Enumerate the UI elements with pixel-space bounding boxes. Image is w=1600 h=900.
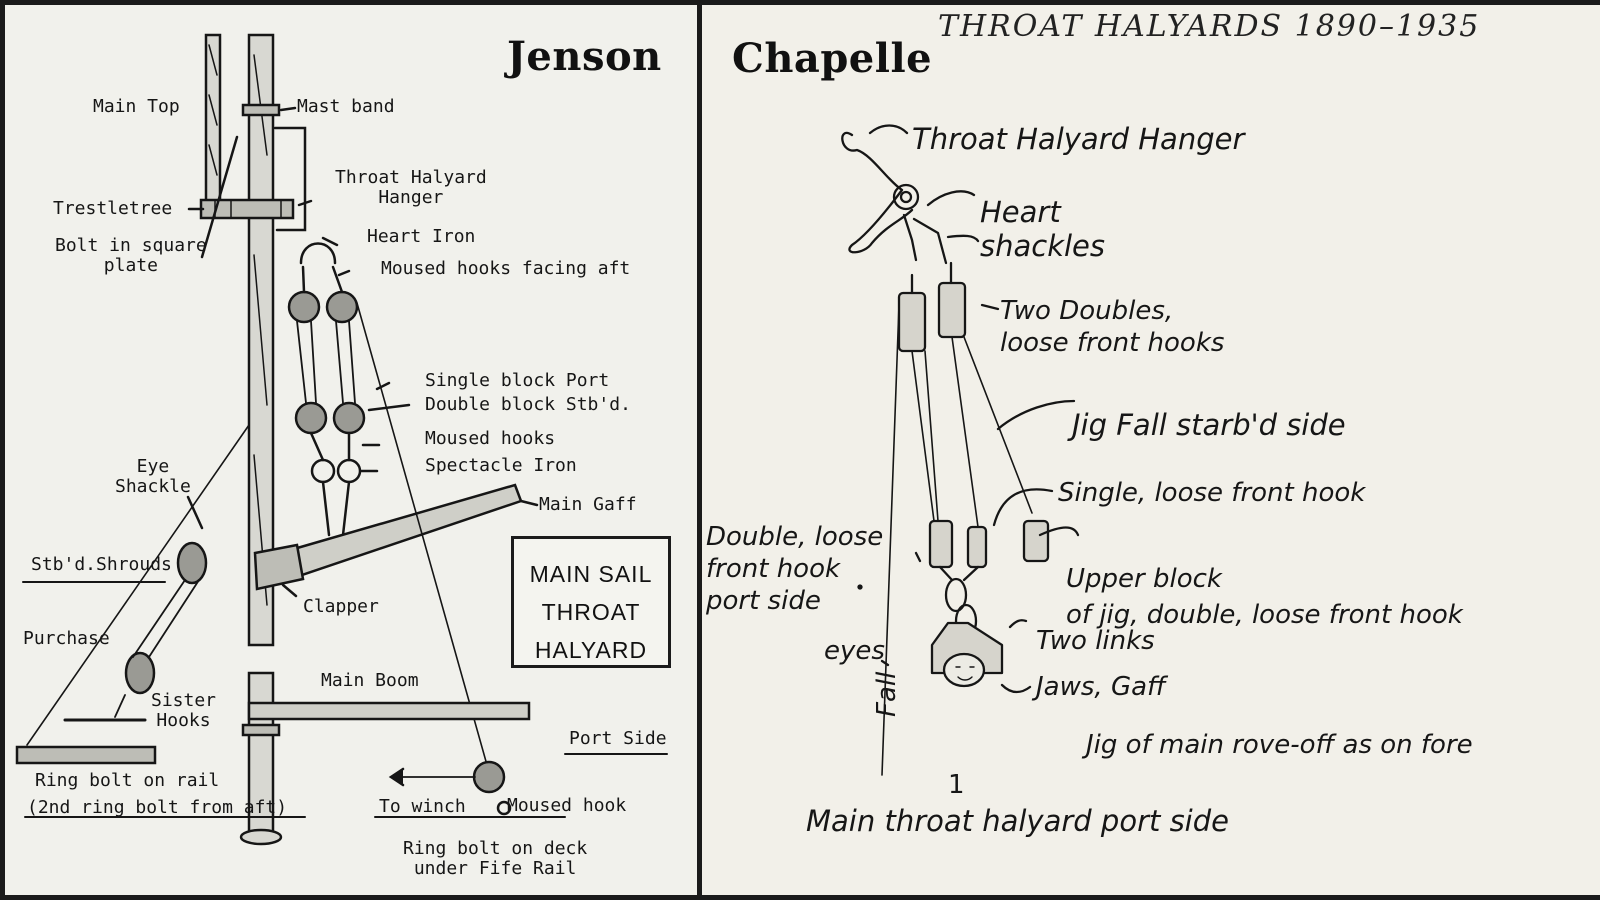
jenson-title: Jenson xyxy=(507,33,662,80)
mast-band xyxy=(241,103,281,117)
block-lower-stbd xyxy=(332,401,366,435)
chapelle-falls xyxy=(881,304,1033,776)
label-fall: Fall xyxy=(872,671,902,717)
label-single-block-port: Single block Port xyxy=(425,370,610,391)
label-stbd-shrouds: Stb'd.Shrouds xyxy=(31,554,172,575)
jenson-lines xyxy=(15,33,668,846)
label-clapper: Clapper xyxy=(303,596,379,617)
main-sail-throat-halyard-box: MAIN SAIL THROAT HALYARD xyxy=(511,536,671,668)
label-moused-hooks: Moused hooks xyxy=(425,428,556,449)
label-jaws-gaff: Jaws, Gaff xyxy=(1036,672,1166,702)
label-to-winch: To winch xyxy=(379,796,466,817)
label-two-links: Two links xyxy=(1036,626,1155,656)
block-lower-port xyxy=(294,401,328,435)
label-main-boom: Main Boom xyxy=(321,670,419,691)
label-ring-bolt-rail: Ring bolt on rail xyxy=(35,770,220,791)
hanger-shape xyxy=(841,131,914,254)
halyard-fall xyxy=(356,302,488,766)
label-double-loose-front-hook: Double, loose front hook port side xyxy=(706,522,884,616)
label-spectacle-iron: Spectacle Iron xyxy=(425,455,577,476)
port-lower-block xyxy=(928,519,954,569)
gaff-jaws xyxy=(253,543,305,591)
label-upper-block-jig: Upper block of jig, double, loose front … xyxy=(1066,564,1463,630)
jenson-panel: Jenson Main Top Mast band Throat Halyard… xyxy=(5,5,697,895)
upper-jig-block xyxy=(966,525,988,569)
label-single-loose-front-hook: Single, loose front hook xyxy=(1058,478,1366,508)
stbd-shroud xyxy=(26,424,250,746)
label-double-block-stbd: Double block Stb'd. xyxy=(425,394,631,415)
chapelle-rigging-drawing xyxy=(841,124,1080,776)
label-ring-bolt-deck: Ring bolt on deck under Fife Rail xyxy=(403,838,588,879)
label-main-gaff: Main Gaff xyxy=(539,494,637,515)
block-upper-port xyxy=(287,290,321,324)
label-port-side: Port Side xyxy=(569,728,667,749)
label-trestletree: Trestletree xyxy=(53,198,173,219)
label-moused-hook: Moused hook xyxy=(507,795,627,816)
figure-number: 1 xyxy=(948,770,965,800)
shroud-lower-block xyxy=(124,651,156,695)
label-jig-of-main: Jig of main rove-off as on fore xyxy=(1086,730,1473,760)
panel-divider xyxy=(697,5,702,895)
single-block xyxy=(1022,519,1050,563)
label-jig-fall: Jig Fall starb'd side xyxy=(1072,408,1346,442)
label-moused-hooks-aft: Moused hooks facing aft xyxy=(381,258,631,279)
label-eyes: eyes xyxy=(824,636,885,666)
lower-mast xyxy=(247,671,275,835)
block-upper-stbd xyxy=(325,290,359,324)
label-purchase: Purchase xyxy=(23,628,110,649)
heart-iron xyxy=(299,242,337,265)
label-heart-iron: Heart Iron xyxy=(367,226,476,247)
chapelle-title: Chapelle xyxy=(732,35,933,82)
label-main-top: Main Top xyxy=(93,96,180,117)
label-throat-halyard-hanger: Throat Halyard Hanger xyxy=(335,167,487,208)
chapelle-panel: THROAT HALYARDS 1890–1935 Chapelle Throa… xyxy=(702,5,1600,895)
label-mast-band: Mast band xyxy=(297,96,395,117)
chapelle-lines xyxy=(841,124,1080,776)
deck-block xyxy=(472,760,506,794)
chapelle-heading: THROAT HALYARDS 1890–1935 xyxy=(938,9,1481,44)
rail xyxy=(15,745,157,765)
main-gaff xyxy=(278,483,523,581)
label-bolt-square-plate: Bolt in square plate xyxy=(55,235,207,276)
port-double-block xyxy=(897,291,927,353)
label-two-doubles: Two Doubles, loose front hooks xyxy=(1000,296,1225,358)
shroud-upper-block xyxy=(176,541,208,585)
label-ring-bolt-aft: (2nd ring bolt from aft) xyxy=(27,797,288,818)
label-sister-hooks: Sister Hooks xyxy=(151,690,217,731)
stbd-double-block xyxy=(937,281,967,339)
label-heart-shackles: Heart shackles xyxy=(980,195,1106,263)
main-boom xyxy=(247,701,531,721)
label-eye-shackle: Eye Shackle xyxy=(115,456,191,497)
jenson-rigging-drawing xyxy=(15,33,668,846)
hanger-bracket xyxy=(273,126,307,232)
box-caption: MAIN SAIL THROAT HALYARD xyxy=(529,561,653,663)
figure-caption: Main throat halyard port side xyxy=(806,804,1229,838)
label-throat-halyard-hanger-hw: Throat Halyard Hanger xyxy=(912,122,1245,156)
